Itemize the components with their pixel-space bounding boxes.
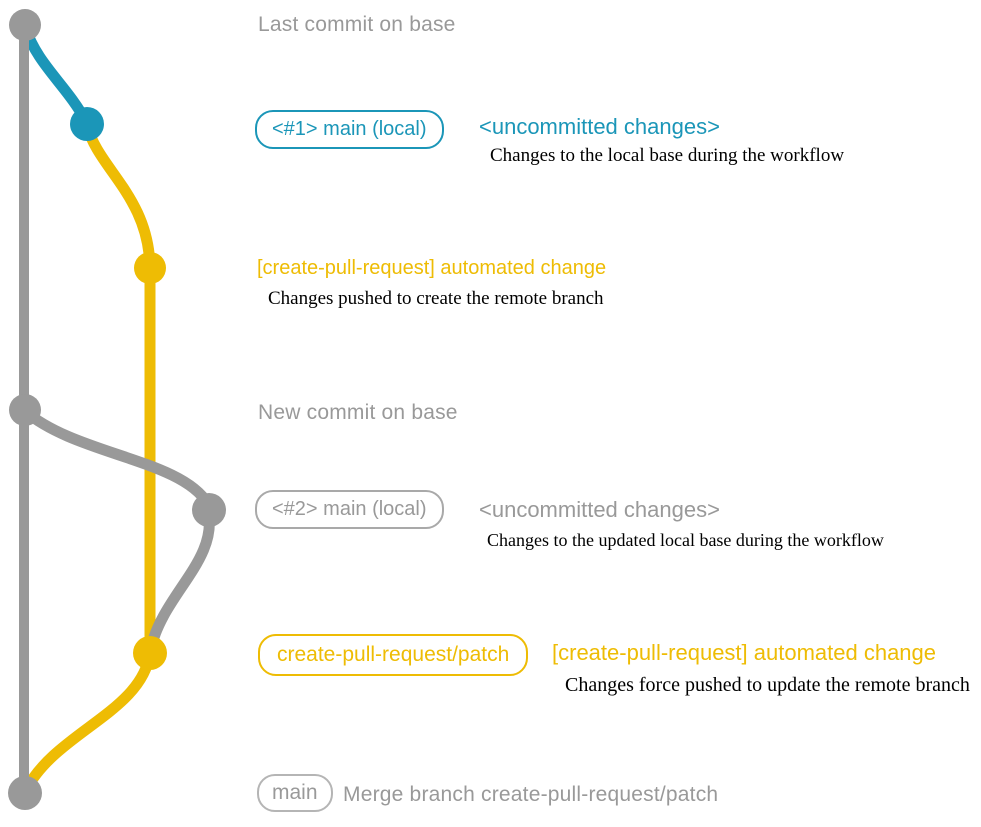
label-uncommitted-changes-1: <uncommitted changes> bbox=[479, 114, 720, 139]
note-automated-change-1: Changes pushed to create the remote bran… bbox=[268, 288, 604, 309]
caption-merge-branch: Merge branch create-pull-request/patch bbox=[343, 783, 719, 806]
uncommitted-segment-blue bbox=[19, 21, 93, 129]
updated-local-curve-in bbox=[145, 504, 215, 654]
label-automated-change-2: [create-pull-request] automated change bbox=[552, 640, 937, 665]
label-uncommitted-changes-2: <uncommitted changes> bbox=[479, 497, 720, 522]
note-automated-change-2: Changes force pushed to update the remot… bbox=[565, 674, 970, 696]
caption-new-commit-on-base: New commit on base bbox=[258, 401, 458, 424]
feature-merge-curve bbox=[20, 647, 156, 796]
updated-local-curve-out bbox=[19, 405, 214, 510]
commit-dot-automated-1 bbox=[134, 252, 166, 284]
label-automated-change-1: [create-pull-request] automated change bbox=[257, 257, 607, 279]
note-uncommitted-changes-2: Changes to the updated local base during… bbox=[487, 530, 884, 550]
branch-badge-main-local-2: <#2> main (local) bbox=[255, 490, 444, 529]
feature-branch-curve-top bbox=[81, 119, 156, 274]
commit-dot-uncommitted-1 bbox=[70, 107, 104, 141]
caption-last-commit-on-base: Last commit on base bbox=[258, 13, 456, 36]
commit-dot-merge bbox=[8, 776, 42, 810]
commit-dot-uncommitted-2 bbox=[192, 493, 226, 527]
branch-badge-create-pull-request-patch: create-pull-request/patch bbox=[258, 634, 529, 676]
commit-dot-automated-2 bbox=[133, 636, 167, 670]
commit-dot-last-base bbox=[9, 9, 41, 41]
branch-badge-main: main bbox=[257, 774, 333, 812]
branch-badge-main-local-1: <#1> main (local) bbox=[255, 110, 444, 149]
commit-dot-new-base bbox=[9, 394, 41, 426]
note-uncommitted-changes-1: Changes to the local base during the wor… bbox=[490, 145, 845, 166]
